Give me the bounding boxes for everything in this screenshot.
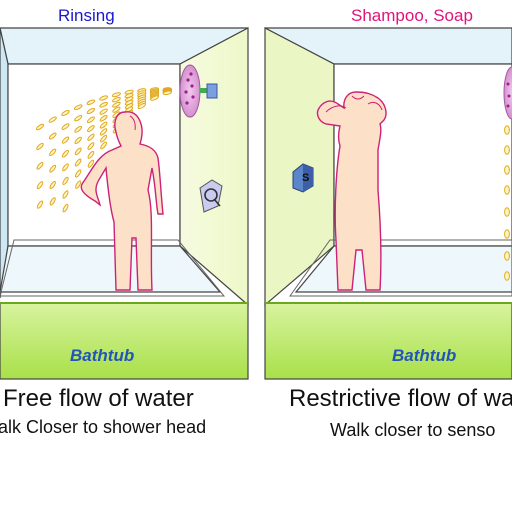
water-droplet — [36, 200, 44, 209]
water-drips — [504, 125, 510, 281]
water-droplet — [111, 97, 121, 103]
sensor-icon: S — [292, 163, 314, 193]
caption-restrictive-flow: Restrictive flow of wa — [289, 385, 512, 412]
water-droplet — [504, 271, 510, 281]
water-droplet — [99, 114, 108, 122]
water-droplet — [87, 133, 95, 141]
water-droplet — [112, 101, 121, 108]
person-shampooing — [316, 91, 387, 291]
water-droplet — [86, 99, 96, 105]
water-droplet — [74, 158, 82, 167]
water-droplet — [61, 136, 70, 144]
water-droplet — [75, 180, 82, 189]
water-droplet — [74, 169, 82, 178]
water-droplet — [48, 116, 57, 123]
water-spray — [35, 87, 172, 213]
subcaption-right: Walk closer to senso — [330, 420, 496, 440]
water-droplet — [504, 251, 510, 261]
water-droplet — [99, 101, 108, 108]
water-droplet — [504, 125, 510, 135]
water-droplet — [100, 134, 108, 143]
water-droplet — [137, 102, 146, 110]
water-droplet — [87, 142, 95, 150]
shower-head-icon — [179, 64, 218, 118]
water-droplet — [48, 132, 57, 140]
person-rinsing — [80, 111, 164, 291]
water-droplet — [36, 181, 44, 190]
water-droplet — [162, 90, 172, 96]
panel-title-rinsing: Rinsing — [58, 6, 115, 25]
water-droplet — [73, 104, 83, 111]
water-droplet — [36, 161, 44, 170]
water-droplet — [61, 123, 70, 130]
water-droplet — [62, 203, 69, 213]
caption-free-flow: Free flow of water — [3, 385, 194, 412]
water-droplet — [504, 145, 510, 155]
water-droplet — [74, 125, 83, 133]
water-droplet — [111, 92, 121, 98]
shower-head-icon — [503, 66, 512, 120]
water-droplet — [504, 185, 510, 195]
faucet-handle-icon — [199, 179, 223, 213]
water-droplet — [74, 115, 83, 122]
panel-title-shampoo: Shampoo, Soap — [351, 6, 473, 25]
sensor-letter: S — [302, 172, 309, 184]
water-droplet — [99, 128, 108, 136]
water-droplet — [504, 165, 510, 175]
water-droplet — [99, 121, 108, 129]
water-droplet — [100, 141, 108, 150]
water-droplet — [62, 190, 69, 199]
water-droplet — [87, 159, 95, 168]
water-droplet — [49, 180, 56, 190]
water-droplet — [62, 163, 69, 172]
water-droplet — [49, 148, 57, 157]
water-droplet — [36, 142, 44, 150]
water-droplet — [74, 136, 82, 145]
water-droplet — [61, 149, 70, 158]
subcaption-left: alk Closer to shower head — [0, 417, 207, 437]
water-droplet — [504, 207, 510, 217]
bathtub-label: Bathtub — [70, 346, 135, 365]
water-droplet — [86, 116, 95, 124]
water-droplet — [99, 108, 108, 115]
water-droplet — [61, 109, 70, 117]
water-droplet — [49, 197, 56, 206]
water-droplet — [150, 95, 159, 101]
water-droplet — [99, 95, 109, 101]
water-droplet — [86, 107, 96, 115]
water-droplet — [74, 147, 82, 156]
water-droplet — [87, 125, 95, 133]
water-droplet — [112, 106, 121, 113]
water-droplet — [35, 123, 45, 131]
right-shower-stall — [264, 27, 512, 380]
bathtub-label: Bathtub — [392, 346, 457, 365]
water-droplet — [62, 176, 69, 185]
water-droplet — [504, 229, 510, 239]
water-droplet — [49, 164, 57, 173]
water-droplet — [87, 150, 95, 159]
